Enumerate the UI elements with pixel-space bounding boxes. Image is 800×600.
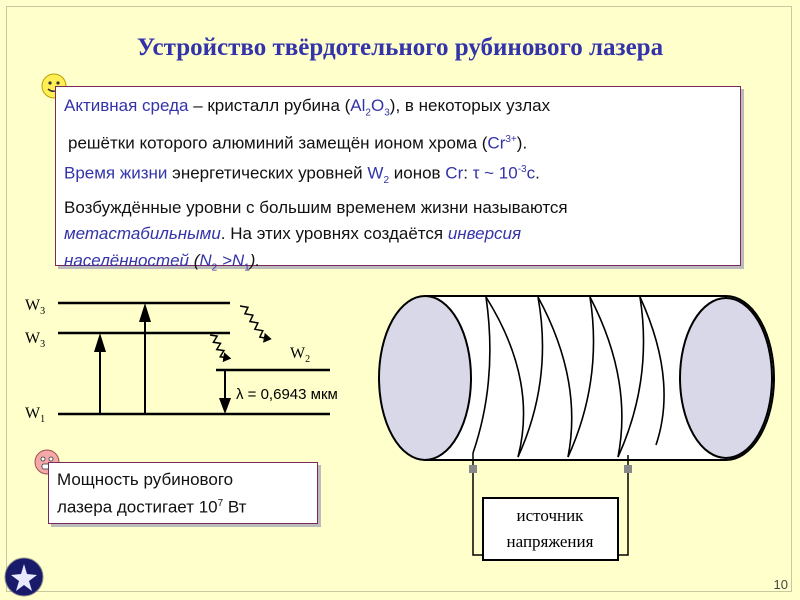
laser-device-diagram: источник напряжения (378, 295, 775, 561)
slide-title: Устройство твёрдотельного рубинового лаз… (136, 34, 664, 61)
info-line-1: Активная среда – кристалл рубина (Al2O3)… (64, 93, 732, 127)
power-box: Мощность рубинового лазера достигает 107… (48, 462, 318, 524)
term-active-medium: Активная среда (64, 96, 189, 115)
page-number: 10 (773, 577, 788, 592)
info-text: . На этих уровнях создаётся (220, 224, 448, 244)
voltage-source-label-2: напряжения (507, 532, 594, 551)
power-line-1: Мощность рубинового (57, 470, 234, 489)
formula-sub: 2 (211, 261, 218, 273)
label-w1: W1 (25, 405, 45, 425)
term-metastable: метастабильными (64, 224, 221, 244)
power-line-2: лазера достигает 107 Вт (57, 492, 309, 520)
lead-wire-right (618, 455, 629, 556)
rod-end-left (378, 295, 472, 461)
pump-coil (472, 296, 665, 458)
voltage-source-box (482, 497, 619, 561)
emission-arrow-head (219, 398, 231, 414)
rod-end-right (679, 297, 773, 459)
info-text: : (463, 163, 473, 183)
info-line-5: метастабильными. На этих уровнях создаёт… (64, 221, 732, 248)
formula-sup: 3+ (505, 133, 517, 145)
info-text: ионов (389, 163, 446, 183)
formula-sub: 2 (365, 107, 371, 119)
power-exponent: 7 (217, 498, 224, 509)
info-box: Активная среда – кристалл рубина (Al2O3)… (55, 86, 741, 273)
label-w2: W2 (290, 345, 310, 365)
formula-sub: 3 (384, 107, 390, 119)
info-line-6: населённостей (N2 >N1). (64, 248, 732, 282)
formula-n1: >N (217, 250, 245, 270)
wavelength-label: λ = 0,6943 мкм (236, 386, 338, 403)
formula-cr: Cr (487, 133, 506, 153)
lead-wire-left (472, 453, 483, 556)
star-globe-logo-icon (4, 557, 44, 597)
voltage-source-label-1: источник (517, 506, 585, 525)
info-text: энергетических уровней (167, 163, 368, 183)
formula-n2: N (199, 250, 212, 270)
info-line-4: Возбуждённые уровни с большим временем ж… (64, 197, 568, 217)
info-text: ). (516, 133, 528, 153)
formula-cr: Cr (445, 163, 464, 183)
formula-al: Al (350, 96, 366, 115)
slide-frame (6, 6, 792, 592)
terminal-left (469, 465, 477, 473)
info-text: решётки которого алюминий замещён ионом … (68, 133, 488, 153)
term-population: населённостей (64, 250, 189, 270)
info-text: ), в некоторых узлах (389, 96, 551, 115)
terminal-right (624, 465, 632, 473)
formula-o: O (370, 96, 385, 115)
label-w3-top: W3 (25, 297, 45, 317)
power-text: лазера достигает 10 (57, 497, 218, 517)
formula-w: W (367, 163, 384, 183)
info-line-2: решётки которого алюминий замещён ионом … (64, 127, 732, 157)
info-text: ). (249, 250, 261, 270)
formula-sub: 2 (383, 175, 390, 187)
formula-sub: 1 (244, 261, 250, 273)
pump-arrow-1-head (94, 333, 106, 352)
formula-sup: -3 (517, 164, 527, 176)
info-text: . (535, 163, 540, 183)
label-w3-bottom: W3 (25, 330, 45, 350)
term-inversion: инверсия (447, 224, 522, 244)
info-text: – кристалл рубина ( (188, 96, 351, 115)
relaxation-wavy-arrow-2 (239, 305, 272, 343)
power-text: Вт (223, 497, 247, 517)
energy-level-diagram: W3 W3 W2 W1 λ = 0,6943 мкм (25, 297, 338, 425)
info-text: ( (188, 250, 200, 270)
pump-arrow-2-head (139, 303, 151, 322)
term-lifetime: Время жизни (64, 163, 168, 183)
formula-tau: τ ~ 10 (472, 163, 518, 183)
info-line-3: Время жизни энергетических уровней W2 ио… (64, 157, 732, 195)
relaxation-wavy-arrow-1 (209, 334, 232, 363)
formula-unit: с (526, 163, 536, 183)
